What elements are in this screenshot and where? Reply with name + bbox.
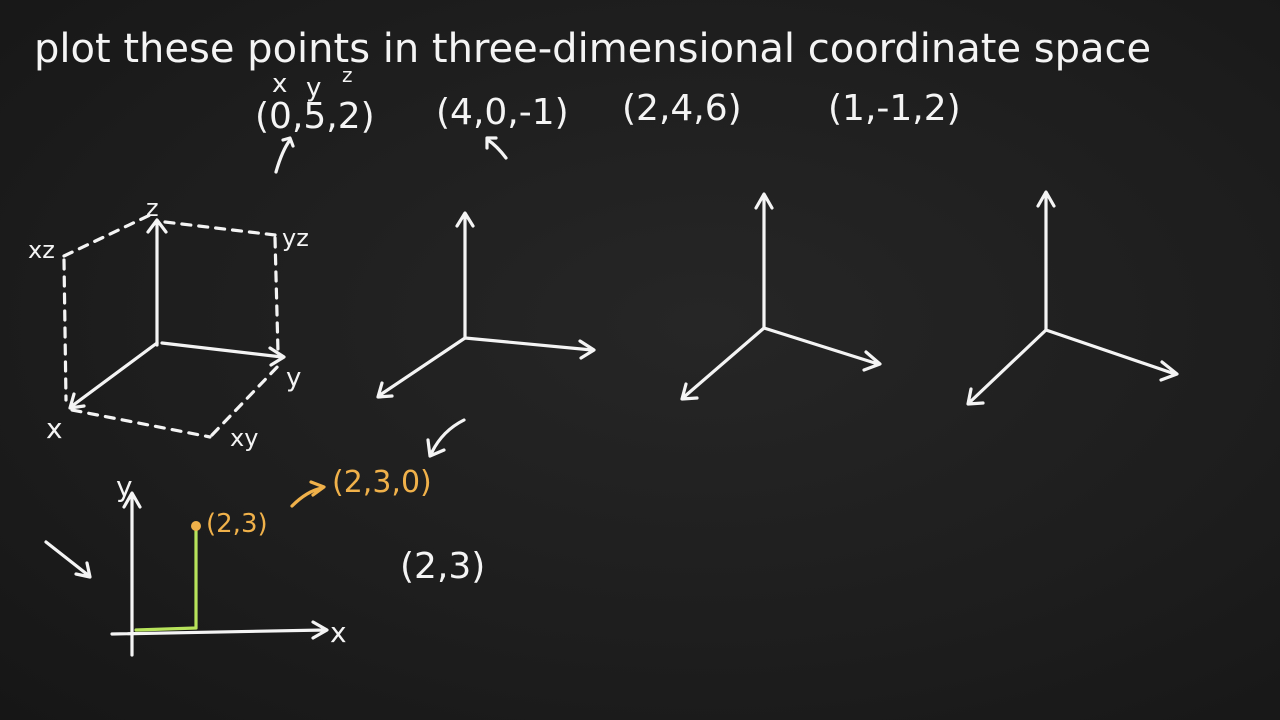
cube-dash-right	[273, 236, 280, 354]
pointer-arrow-1	[274, 136, 295, 174]
pointer-arrow-2	[485, 136, 508, 160]
cube-yz-label: yz	[282, 224, 309, 252]
cube-dash-bottom	[70, 408, 212, 439]
point-4: (1,-1,2)	[828, 88, 961, 129]
plane-y-label: y	[116, 470, 133, 503]
axes-3-y-axis	[1044, 328, 1179, 382]
point-2: (4,0,-1)	[436, 92, 569, 133]
cube-z-axis	[146, 218, 168, 347]
cube-xz-label: xz	[28, 236, 55, 264]
side-pointer-arrow	[44, 540, 92, 579]
axes-1-y-axis	[463, 336, 596, 360]
axes-2-x-axis	[680, 326, 766, 401]
plane-x-axis	[110, 620, 329, 640]
header-y-label: y	[306, 73, 321, 103]
plane-point	[191, 521, 201, 531]
axes-set-1	[376, 211, 596, 399]
axes-2-y-axis	[762, 326, 882, 372]
cube-dash-top-right	[163, 220, 277, 237]
axes-set-3	[966, 190, 1179, 406]
point-3: (2,4,6)	[622, 88, 742, 129]
point-1: (0,5,2)	[255, 96, 375, 137]
plane-example: y x (2,3) (2,3,0) (2,3)	[44, 418, 485, 657]
standalone-point-label: (2,3)	[400, 546, 485, 587]
axes-1-x-axis	[376, 336, 467, 399]
cube-diagram: z y x xz yz xy	[28, 194, 309, 452]
header-x-label: x	[272, 69, 287, 99]
curved-pointer-arrow	[426, 418, 466, 458]
cube-dash-left	[62, 258, 68, 402]
header-z-label: z	[342, 63, 353, 87]
cube-x-label: x	[46, 412, 63, 445]
axes-1-z-axis	[455, 211, 475, 340]
plane-y-axis	[122, 491, 142, 657]
axes-2-z-axis	[754, 192, 774, 330]
mapped-point-label: (2,3,0)	[332, 465, 432, 500]
plane-point-label: (2,3)	[206, 509, 268, 539]
plane-x-label: x	[330, 616, 347, 649]
plane-guide-lines	[134, 528, 198, 632]
cube-x-axis	[68, 341, 159, 410]
cube-dash-bottom-right	[210, 360, 284, 437]
cube-z-label: z	[146, 194, 159, 222]
axes-3-x-axis	[966, 328, 1048, 406]
cube-xy-label: xy	[230, 424, 258, 452]
title: plot these points in three-dimensional c…	[34, 26, 1151, 72]
mapping-arrow	[290, 480, 326, 508]
axes-3-z-axis	[1036, 190, 1056, 332]
cube-y-label: y	[286, 363, 301, 393]
cube-y-axis	[160, 341, 286, 367]
cube-dash-top-left	[62, 213, 152, 258]
axes-set-2	[680, 192, 882, 401]
